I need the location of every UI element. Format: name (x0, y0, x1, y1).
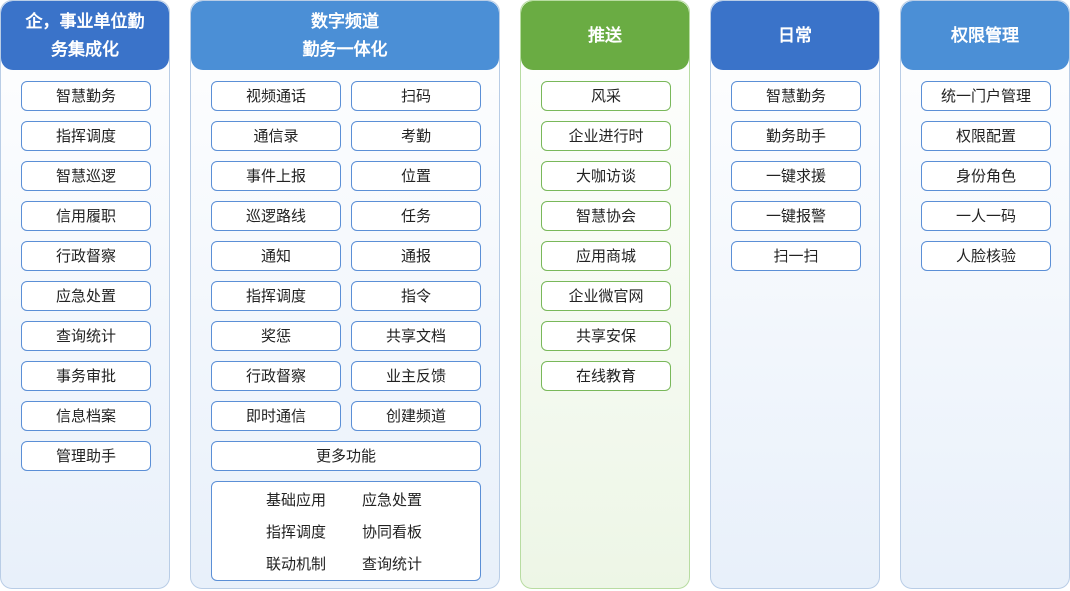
column-title-line-2: 务集成化 (51, 39, 119, 60)
item-query-stats[interactable]: 查询统计 (21, 321, 151, 351)
item-smart-patrol[interactable]: 智慧巡逻 (21, 161, 151, 191)
item-credit-duty[interactable]: 信用履职 (21, 201, 151, 231)
sub-item-command-dispatch[interactable]: 指挥调度 (266, 523, 327, 541)
more-functions-button[interactable]: 更多功能 (211, 441, 481, 471)
item-online-education[interactable]: 在线教育 (541, 361, 671, 391)
item-shared-docs[interactable]: 共享文档 (351, 321, 481, 351)
column-title-line-1: 数字频道 (311, 11, 379, 32)
more-functions-panel: 基础应用 应急处置 指挥调度 协同看板 联动机制 查询统计 (211, 481, 481, 581)
item-one-key-alarm[interactable]: 一键报警 (731, 201, 861, 231)
item-contacts[interactable]: 通信录 (211, 121, 341, 151)
item-identity-role[interactable]: 身份角色 (921, 161, 1051, 191)
item-face-verification[interactable]: 人脸核验 (921, 241, 1051, 271)
item-scan-code[interactable]: 扫码 (351, 81, 481, 111)
column-permissions: 权限管理 统一门户管理 权限配置 身份角色 一人一码 人脸核验 (900, 0, 1070, 589)
item-shared-security[interactable]: 共享安保 (541, 321, 671, 351)
item-app-store[interactable]: 应用商城 (541, 241, 671, 271)
item-location[interactable]: 位置 (351, 161, 481, 191)
item-admin-supervision[interactable]: 行政督察 (211, 361, 341, 391)
item-affairs-approval[interactable]: 事务审批 (21, 361, 151, 391)
column-title-line-1: 企，事业单位勤 (25, 11, 145, 32)
item-management-assistant[interactable]: 管理助手 (21, 441, 151, 471)
item-smart-association[interactable]: 智慧协会 (541, 201, 671, 231)
item-owner-feedback[interactable]: 业主反馈 (351, 361, 481, 391)
column-header: 企，事业单位勤 务集成化 (1, 1, 169, 70)
item-command-dispatch[interactable]: 指挥调度 (21, 121, 151, 151)
item-enterprise-micro-site[interactable]: 企业微官网 (541, 281, 671, 311)
item-instruction[interactable]: 指令 (351, 281, 481, 311)
item-emergency-handling[interactable]: 应急处置 (21, 281, 151, 311)
column-digital-channel: 数字频道 勤务一体化 视频通话 通信录 事件上报 巡逻路线 通知 指挥调度 奖惩… (190, 0, 500, 589)
item-notice[interactable]: 通知 (211, 241, 341, 271)
column-enterprise-duty: 企，事业单位勤 务集成化 智慧勤务 指挥调度 智慧巡逻 信用履职 行政督察 应急… (0, 0, 170, 589)
item-rewards-penalties[interactable]: 奖惩 (211, 321, 341, 351)
column-title: 权限管理 (951, 25, 1019, 46)
item-command-dispatch[interactable]: 指挥调度 (211, 281, 341, 311)
item-permission-config[interactable]: 权限配置 (921, 121, 1051, 151)
item-event-report[interactable]: 事件上报 (211, 161, 341, 191)
item-create-channel[interactable]: 创建频道 (351, 401, 481, 431)
column-header: 日常 (711, 1, 879, 70)
column-header: 数字频道 勤务一体化 (191, 1, 499, 70)
item-video-call[interactable]: 视频通话 (211, 81, 341, 111)
item-smart-duty[interactable]: 智慧勤务 (21, 81, 151, 111)
sub-item-linkage-mechanism[interactable]: 联动机制 (266, 555, 327, 573)
item-instant-messaging[interactable]: 即时通信 (211, 401, 341, 431)
item-admin-supervision[interactable]: 行政督察 (21, 241, 151, 271)
item-smart-duty[interactable]: 智慧勤务 (731, 81, 861, 111)
item-showcase[interactable]: 风采 (541, 81, 671, 111)
item-info-archive[interactable]: 信息档案 (21, 401, 151, 431)
item-scan[interactable]: 扫一扫 (731, 241, 861, 271)
sub-item-emergency-handling[interactable]: 应急处置 (362, 491, 423, 509)
sub-item-collab-board[interactable]: 协同看板 (362, 523, 423, 541)
sub-item-query-stats[interactable]: 查询统计 (362, 555, 423, 573)
column-header: 推送 (521, 1, 689, 70)
item-attendance[interactable]: 考勤 (351, 121, 481, 151)
sub-item-basic-apps[interactable]: 基础应用 (266, 491, 327, 509)
column-header: 权限管理 (901, 1, 1069, 70)
column-title-line-2: 勤务一体化 (302, 39, 388, 60)
item-patrol-route[interactable]: 巡逻路线 (211, 201, 341, 231)
item-bulletin[interactable]: 通报 (351, 241, 481, 271)
column-title: 日常 (778, 25, 812, 46)
column-title: 推送 (588, 25, 622, 46)
item-unified-portal[interactable]: 统一门户管理 (921, 81, 1051, 111)
item-one-key-help[interactable]: 一键求援 (731, 161, 861, 191)
item-enterprise-progress[interactable]: 企业进行时 (541, 121, 671, 151)
item-expert-interview[interactable]: 大咖访谈 (541, 161, 671, 191)
item-duty-assistant[interactable]: 勤务助手 (731, 121, 861, 151)
item-one-person-one-code[interactable]: 一人一码 (921, 201, 1051, 231)
column-push: 推送 风采 企业进行时 大咖访谈 智慧协会 应用商城 企业微官网 共享安保 在线… (520, 0, 690, 589)
item-task[interactable]: 任务 (351, 201, 481, 231)
column-daily: 日常 智慧勤务 勤务助手 一键求援 一键报警 扫一扫 (710, 0, 880, 589)
